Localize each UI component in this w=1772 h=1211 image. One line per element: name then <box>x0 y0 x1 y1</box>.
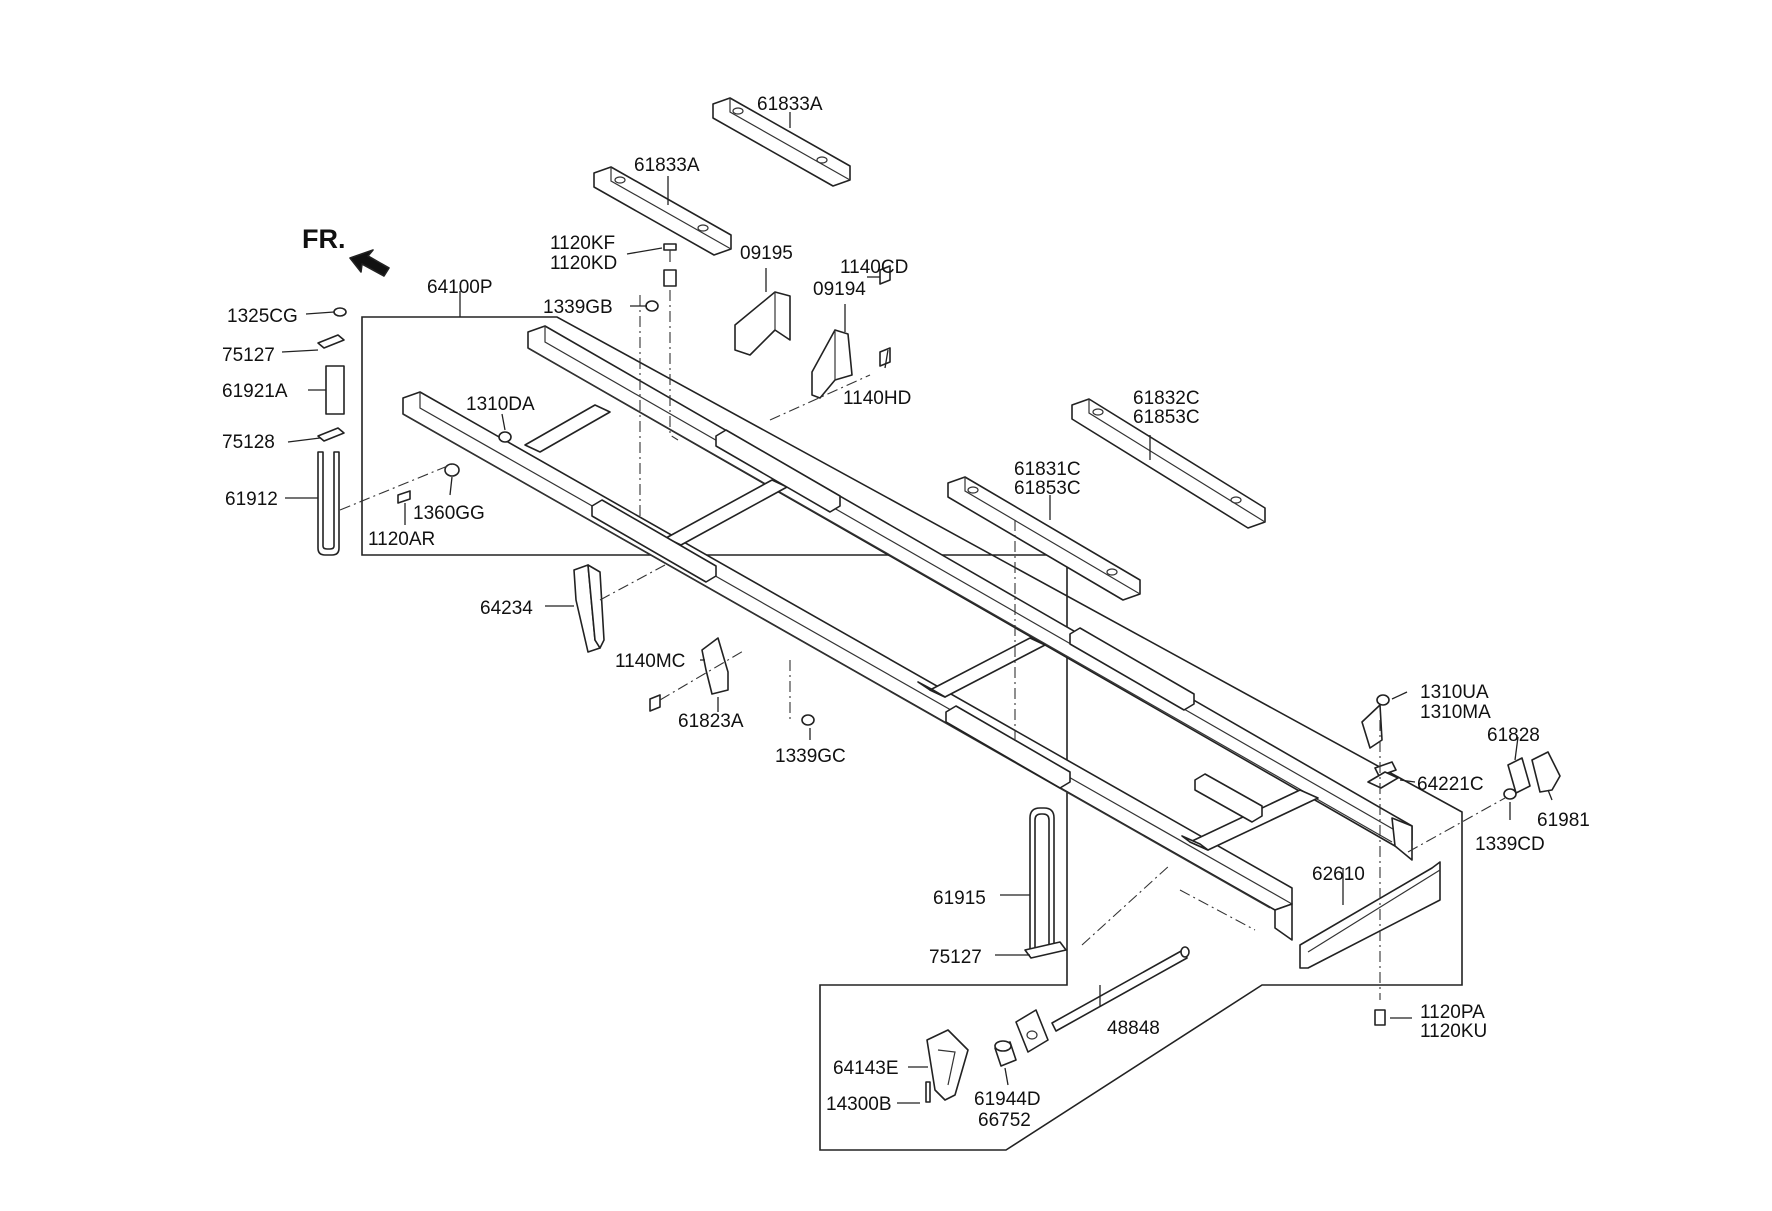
label-1310ma: 1310MA <box>1420 702 1491 723</box>
label-61912: 61912 <box>225 489 278 510</box>
rail-pads <box>591 429 1263 823</box>
label-61823a: 61823A <box>678 711 744 732</box>
label-61915: 61915 <box>933 888 986 909</box>
front-direction-arrow-icon <box>349 249 390 277</box>
label-1310ua: 1310UA <box>1420 682 1489 703</box>
label-75127-a: 75127 <box>222 345 275 366</box>
label-1120kd: 1120KD <box>550 253 617 274</box>
bracket-64221c <box>1361 704 1399 789</box>
frame-rails <box>402 325 1413 941</box>
label-1339gb: 1339GB <box>543 297 613 318</box>
leader-lines <box>281 112 1553 1104</box>
cross-members <box>524 404 1319 851</box>
label-48848: 48848 <box>1107 1018 1160 1039</box>
beam-61831c <box>947 476 1141 601</box>
shackle-64143e <box>926 1029 969 1101</box>
label-1120kf: 1120KF <box>550 233 615 254</box>
shaft-48848 <box>1051 946 1190 1032</box>
label-09194: 09194 <box>813 279 866 300</box>
label-1325cg: 1325CG <box>227 306 298 327</box>
label-66752: 66752 <box>978 1110 1031 1131</box>
label-61831c: 61831C <box>1014 459 1081 480</box>
label-61833a-top: 61833A <box>757 94 823 115</box>
label-1140hd: 1140HD <box>843 388 911 409</box>
assembly-centerlines <box>339 290 1506 1000</box>
plate-bush-61944d <box>994 1009 1049 1067</box>
label-64234: 64234 <box>480 598 533 619</box>
bracket-09195 <box>734 291 791 356</box>
beam-61833a-top <box>712 97 851 187</box>
plate-61823a <box>701 637 729 695</box>
label-61853c-b: 61853C <box>1014 478 1081 499</box>
beam-61833a <box>593 166 732 256</box>
bracket-09194 <box>811 329 853 399</box>
hanger-64234 <box>573 564 605 653</box>
small-fasteners <box>317 243 1517 1026</box>
label-75127-b: 75127 <box>929 947 982 968</box>
pin-14300b <box>925 1081 931 1103</box>
bracket-61921a <box>325 365 345 415</box>
label-64100p: 64100P <box>427 277 493 298</box>
label-1339gc: 1339GC <box>775 746 846 767</box>
label-62610: 62610 <box>1312 864 1365 885</box>
label-61944d: 61944D <box>974 1089 1041 1110</box>
label-1310da: 1310DA <box>466 394 535 415</box>
label-61828: 61828 <box>1487 725 1540 746</box>
label-1360gg: 1360GG <box>413 503 485 524</box>
cover-61981 <box>1531 751 1561 793</box>
label-1339cd: 1339CD <box>1475 834 1545 855</box>
assembly-group-outline <box>361 316 1463 1151</box>
label-1120ar: 1120AR <box>368 529 435 550</box>
label-61832c: 61832C <box>1133 388 1200 409</box>
plate-61828 <box>1507 757 1531 794</box>
guard-62610 <box>1299 861 1441 969</box>
label-61981: 61981 <box>1537 810 1590 831</box>
u-bolt-61915 <box>1024 807 1067 959</box>
label-1120pa: 1120PA <box>1420 1002 1485 1023</box>
u-bolt-61912 <box>317 451 340 556</box>
label-61921a: 61921A <box>222 381 288 402</box>
label-61853c-a: 61853C <box>1133 407 1200 428</box>
label-1120ku: 1120KU <box>1420 1021 1487 1042</box>
label-1140cd: 1140CD <box>840 257 908 278</box>
label-14300b: 14300B <box>826 1094 892 1115</box>
label-64221c: 64221C <box>1417 774 1484 795</box>
label-64143e: 64143E <box>833 1058 899 1079</box>
label-61833a: 61833A <box>634 155 700 176</box>
label-1140mc: 1140MC <box>615 651 685 672</box>
label-09195: 09195 <box>740 243 793 264</box>
orientation-label: FR. <box>302 224 346 254</box>
beam-61832c <box>1071 398 1266 529</box>
label-75128: 75128 <box>222 432 275 453</box>
